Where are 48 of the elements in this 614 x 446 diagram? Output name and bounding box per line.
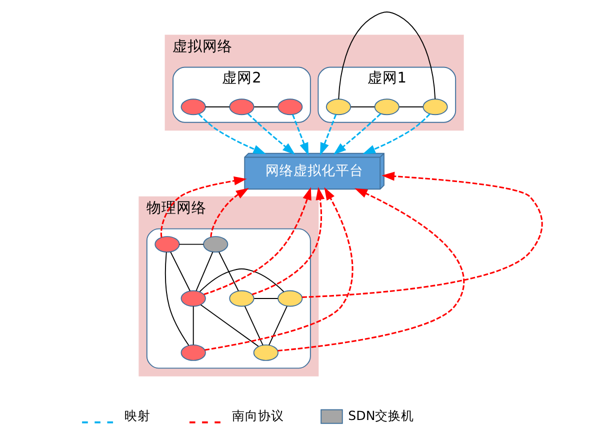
node-circle	[180, 344, 206, 361]
legend-label: 南向协议	[232, 408, 284, 423]
node-circle	[325, 98, 351, 116]
connector	[244, 306, 263, 346]
connector	[198, 268, 284, 292]
connector	[178, 244, 204, 245]
connector	[195, 252, 213, 292]
arrow	[204, 187, 353, 351]
connector	[253, 106, 278, 108]
connector	[398, 106, 423, 108]
node-circle	[277, 98, 302, 116]
arrow	[203, 187, 311, 296]
legend-label: 映射	[124, 408, 150, 423]
node-circle	[228, 290, 254, 307]
node-circle	[422, 98, 448, 116]
node-circle	[374, 98, 399, 116]
connector	[200, 304, 258, 347]
arrow	[198, 113, 266, 154]
arrow	[247, 113, 295, 155]
arrow	[277, 188, 464, 352]
arrow	[302, 172, 542, 298]
node-circle	[202, 236, 228, 253]
arrow	[320, 114, 336, 156]
connector	[268, 306, 287, 346]
connector	[204, 106, 230, 108]
connector	[338, 12, 436, 100]
arrow	[291, 114, 308, 156]
connector	[164, 252, 189, 346]
node-circle	[228, 98, 254, 116]
node-circle	[154, 236, 180, 253]
arrow	[251, 186, 324, 296]
connector	[170, 252, 190, 292]
arrow	[160, 176, 246, 238]
legend-label: SDN交换机	[348, 408, 414, 423]
connector	[192, 306, 194, 346]
node-circle	[277, 290, 302, 307]
connector	[218, 252, 238, 292]
cluster: 虚网2	[172, 66, 310, 123]
arrow	[362, 113, 430, 154]
arrow	[210, 188, 248, 238]
node-circle	[252, 344, 278, 361]
connector	[350, 106, 375, 108]
node-circle	[180, 290, 206, 307]
arrow	[332, 113, 381, 155]
cluster: 虚网1	[317, 66, 456, 123]
node-circle	[180, 98, 206, 116]
cluster	[146, 228, 310, 369]
connector	[253, 298, 278, 299]
